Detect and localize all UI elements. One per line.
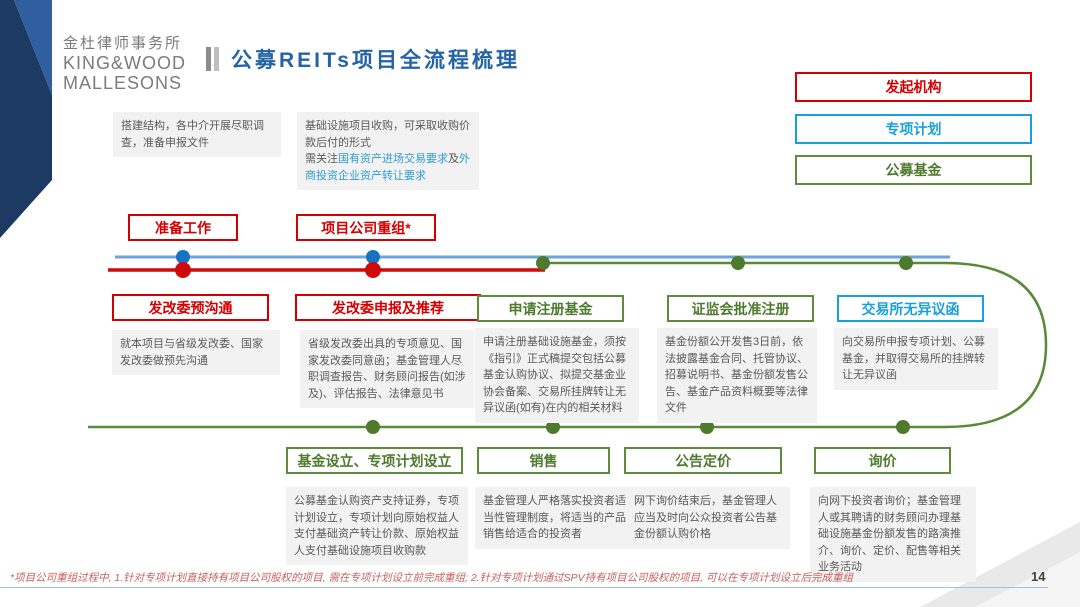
logo-en-line2: MALLESONS bbox=[63, 72, 183, 93]
title-bar-icon bbox=[214, 47, 219, 71]
stage-inquiry: 询价 bbox=[814, 447, 951, 474]
desc-inquiry: 向网下投资者询价；基金管理人或其聘请的财务顾问办理基础设施基金份额发售的路演推介… bbox=[810, 487, 976, 582]
kwm-logo: 金杜律师事务所 KING&WOOD MALLESONS bbox=[63, 35, 187, 93]
stage-csrc-approval: 证监会批准注册 bbox=[667, 295, 814, 322]
desc-ndrc-filing-recommendation: 省级发改委出具的专项意见、国家发改委同意函；基金管理人尽职调查报告、财务顾问报告… bbox=[300, 330, 474, 408]
desc-fund-plan-establishment: 公募基金认购资产支持证券，专项计划设立，专项计划向原始权益人支付基础资产转让价款… bbox=[286, 487, 468, 565]
stage-sales: 销售 bbox=[477, 447, 610, 474]
top-left-corner-decoration bbox=[0, 0, 52, 238]
desc-price-announcement: 网下询价结束后，基金管理人应当及时向公众投资者公告基金份额认购价格 bbox=[626, 487, 790, 549]
desc-csrc-approval: 基金份额公开发售3日前，依法披露基金合同、托管协议、招募说明书、基金份额发售公告… bbox=[657, 328, 817, 423]
logo-cn-text: 金杜律师事务所 bbox=[63, 35, 183, 52]
milestone-dot-green bbox=[366, 420, 380, 434]
logo-en-line1: KING&WOOD bbox=[63, 52, 187, 73]
desc-sales: 基金管理人严格落实投资者适当性管理制度，将适当的产品销售给适合的投资者 bbox=[475, 487, 639, 549]
note-project-acquisition: 基础设施项目收购，可采取收购价款后付的形式 需关注国有资产进场交易要求及外商投资… bbox=[297, 112, 479, 190]
note-acquisition-mid: 及 bbox=[448, 153, 459, 165]
milestone-dot-green bbox=[896, 420, 910, 434]
stage-ndrc-pre-communication: 发改委预沟通 bbox=[112, 294, 269, 321]
note-preparation: 搭建结构，各中介开展尽职调查，准备申报文件 bbox=[113, 112, 281, 157]
legend-public-fund: 公募基金 bbox=[795, 155, 1032, 185]
page-title: 公募REITs项目全流程梳理 bbox=[231, 49, 520, 72]
stage-exchange-no-objection: 交易所无异议函 bbox=[837, 295, 984, 322]
stage-fund-plan-establishment: 基金设立、专项计划设立 bbox=[286, 447, 463, 474]
note-acquisition-prefix: 需关注 bbox=[305, 153, 338, 165]
milestone-dot-blue bbox=[366, 250, 380, 264]
note-acquisition-highlight2: 外商投资企业资产转让要求 bbox=[305, 153, 470, 182]
stage-ndrc-filing-recommendation: 发改委申报及推荐 bbox=[295, 294, 481, 321]
stage-apply-fund-registration: 申请注册基金 bbox=[477, 295, 624, 322]
desc-ndrc-pre-communication: 就本项目与省级发改委、国家发改委做预先沟通 bbox=[112, 330, 280, 375]
legend-originator: 发起机构 bbox=[795, 72, 1032, 102]
footnote: *项目公司重组过程中, 1.针对专项计划直接持有项目公司股权的项目, 需在专项计… bbox=[10, 572, 853, 584]
title-bar-icon bbox=[206, 47, 211, 71]
desc-exchange-no-objection: 向交易所申报专项计划、公募基金，并取得交易所的挂牌转让无异议函 bbox=[834, 328, 998, 390]
legend-special-plan: 专项计划 bbox=[795, 114, 1032, 144]
milestone-dot-red bbox=[365, 262, 381, 278]
note-acquisition-line1: 基础设施项目收购，可采取收购价款后付的形式 bbox=[305, 120, 470, 149]
bottom-right-corner-decoration bbox=[920, 522, 1080, 607]
milestone-dot-green bbox=[536, 256, 550, 270]
milestone-dot-red bbox=[175, 262, 191, 278]
milestone-dot-green bbox=[899, 256, 913, 270]
footer-divider bbox=[0, 587, 1048, 588]
title-block: 公募REITs项目全流程梳理 bbox=[206, 44, 520, 74]
desc-apply-fund-registration: 申请注册基础设施基金，须按《指引》正式稿提交包括公募基金认购协议、拟提交基金业协… bbox=[475, 328, 639, 423]
page-number: 14 bbox=[1031, 569, 1046, 584]
stage-project-company-restructure: 项目公司重组* bbox=[296, 214, 436, 241]
stage-price-announcement: 公告定价 bbox=[624, 447, 782, 474]
milestone-dot-green bbox=[731, 256, 745, 270]
milestone-dot-blue bbox=[176, 250, 190, 264]
note-acquisition-highlight1: 国有资产进场交易要求 bbox=[338, 153, 448, 165]
stage-preparation: 准备工作 bbox=[128, 214, 238, 241]
